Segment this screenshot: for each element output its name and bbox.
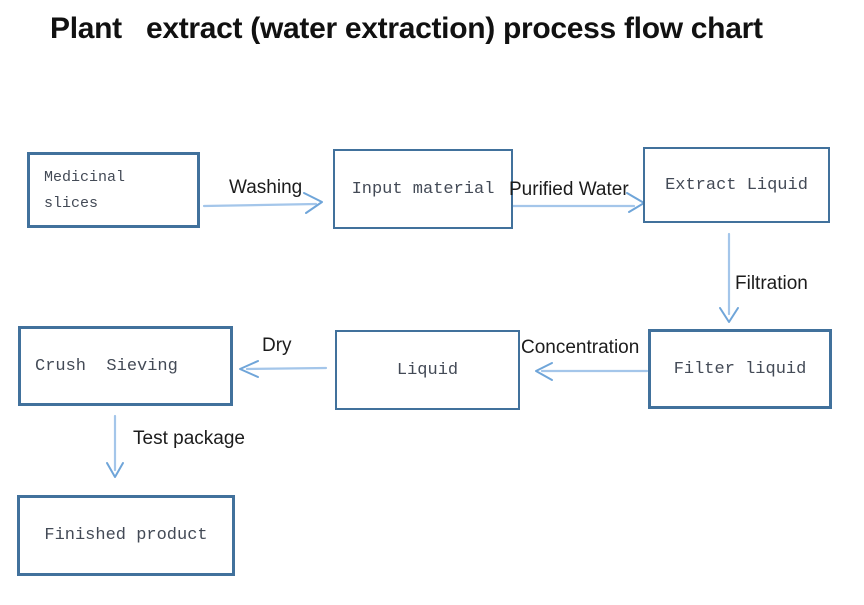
- concentration-arrow: [535, 362, 649, 381]
- edge-label-dry: Dry: [262, 335, 292, 356]
- node-finished-product-label: Finished product: [44, 526, 208, 545]
- node-liquid: Liquid: [335, 330, 520, 410]
- node-medicinal-slices: Medicinal slices: [27, 152, 200, 228]
- node-input-material-label: Input material: [351, 179, 495, 199]
- node-extract-liquid: Extract Liquid: [643, 147, 830, 223]
- node-crush-sieving-label: Crush Sieving: [35, 356, 178, 376]
- node-medicinal-slices-line1: Medicinal: [44, 168, 126, 186]
- node-input-material: Input material: [333, 149, 513, 229]
- edge-label-concentration: Concentration: [521, 337, 640, 358]
- edge-label-test-package: Test package: [133, 428, 245, 449]
- node-finished-product: Finished product: [17, 495, 235, 576]
- test-package-arrow: [106, 414, 124, 478]
- edge-label-washing: Washing: [229, 177, 303, 198]
- node-filter-liquid: Filter liquid: [648, 329, 832, 409]
- node-filter-liquid-label: Filter liquid: [673, 359, 807, 379]
- edge-label-purified-water: Purified Water: [509, 179, 629, 200]
- page-title: Plant extract (water extraction) process…: [50, 12, 763, 45]
- edge-label-filtration: Filtration: [735, 273, 808, 294]
- node-medicinal-slices-line2: slices: [44, 194, 99, 212]
- node-extract-liquid-label: Extract Liquid: [665, 175, 808, 195]
- node-crush-sieving: Crush Sieving: [18, 326, 233, 406]
- node-liquid-label: Liquid: [396, 360, 459, 380]
- dry-arrow: [239, 360, 328, 378]
